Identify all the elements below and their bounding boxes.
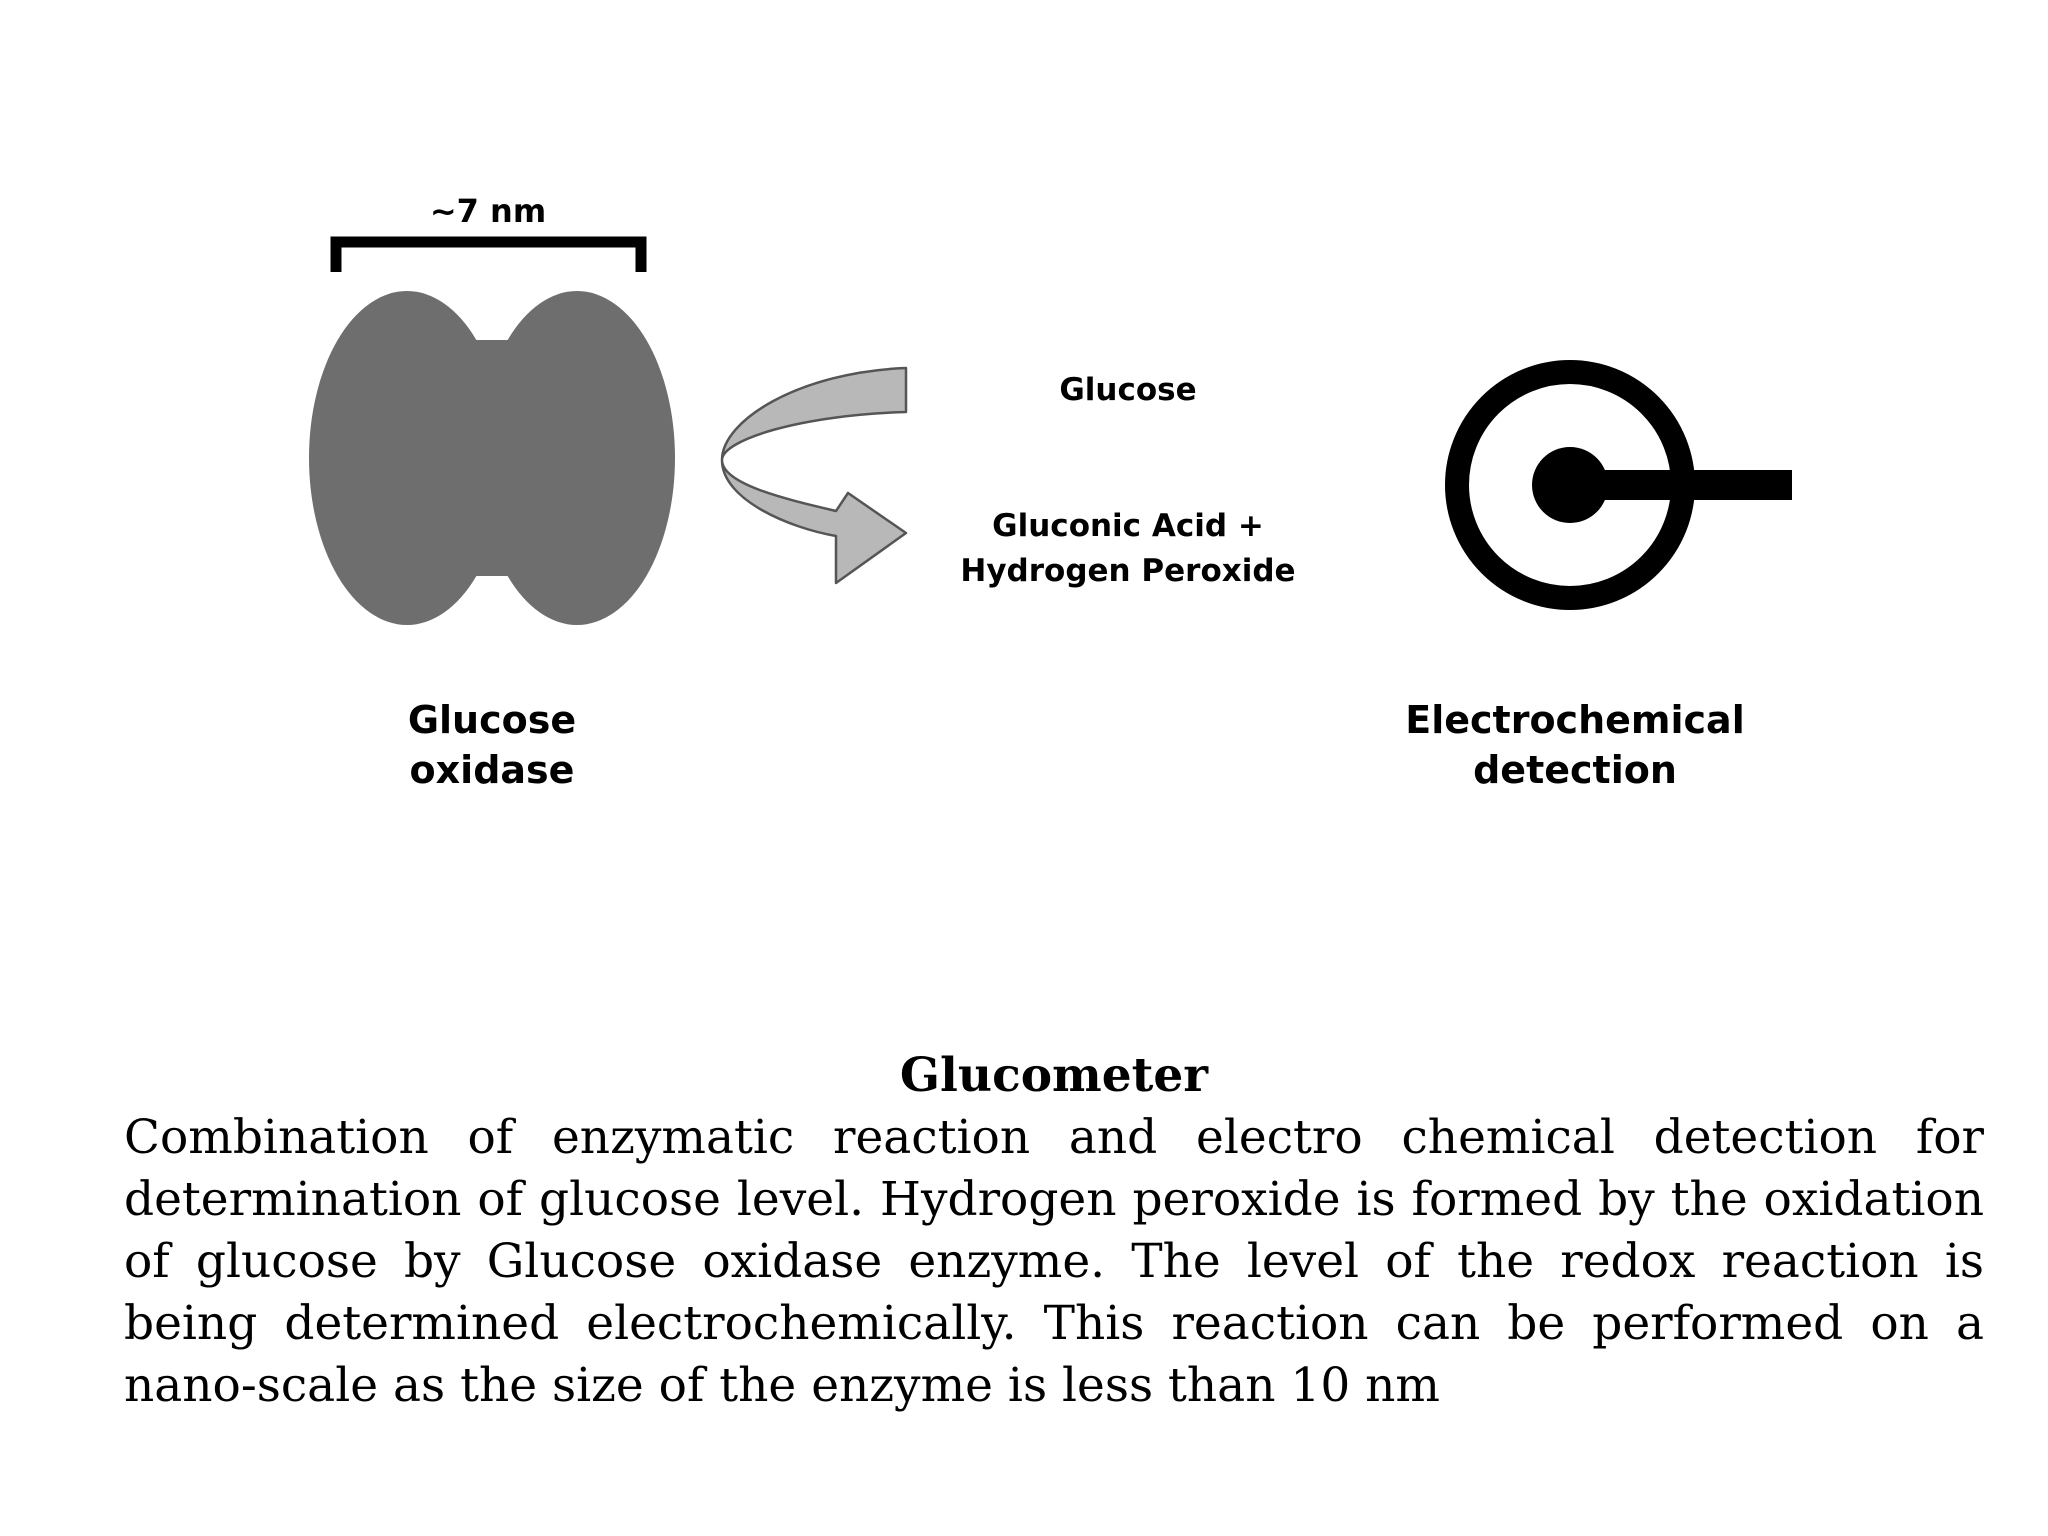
scale-label: ~7 nm <box>430 192 546 230</box>
enzyme-label-line2: oxidase <box>410 748 575 792</box>
reactant-label: Glucose <box>1059 372 1196 408</box>
scale-bar: ~7 nm <box>330 192 647 272</box>
enzyme-shape <box>309 291 675 625</box>
caption-body: Combination of enzymatic reaction and el… <box>124 1110 1984 1413</box>
caption: Glucometer Combination of enzymatic reac… <box>124 1045 1984 1417</box>
diagram-canvas: ~7 nm Glucose Gluconic Acid + Hydrogen P… <box>309 192 1792 792</box>
caption-title: Glucometer <box>899 1048 1209 1103</box>
electrode-icon <box>1445 360 1792 610</box>
reaction-arrow <box>720 366 908 585</box>
detector-label-line2: detection <box>1473 748 1677 792</box>
glucometer-diagram: ~7 nm Glucose Gluconic Acid + Hydrogen P… <box>309 192 1792 792</box>
product-label-line1: Gluconic Acid + <box>992 508 1264 544</box>
product-label-line2: Hydrogen Peroxide <box>960 553 1295 589</box>
detector-label-line1: Electrochemical <box>1405 698 1744 742</box>
enzyme-label-line1: Glucose <box>408 698 576 742</box>
